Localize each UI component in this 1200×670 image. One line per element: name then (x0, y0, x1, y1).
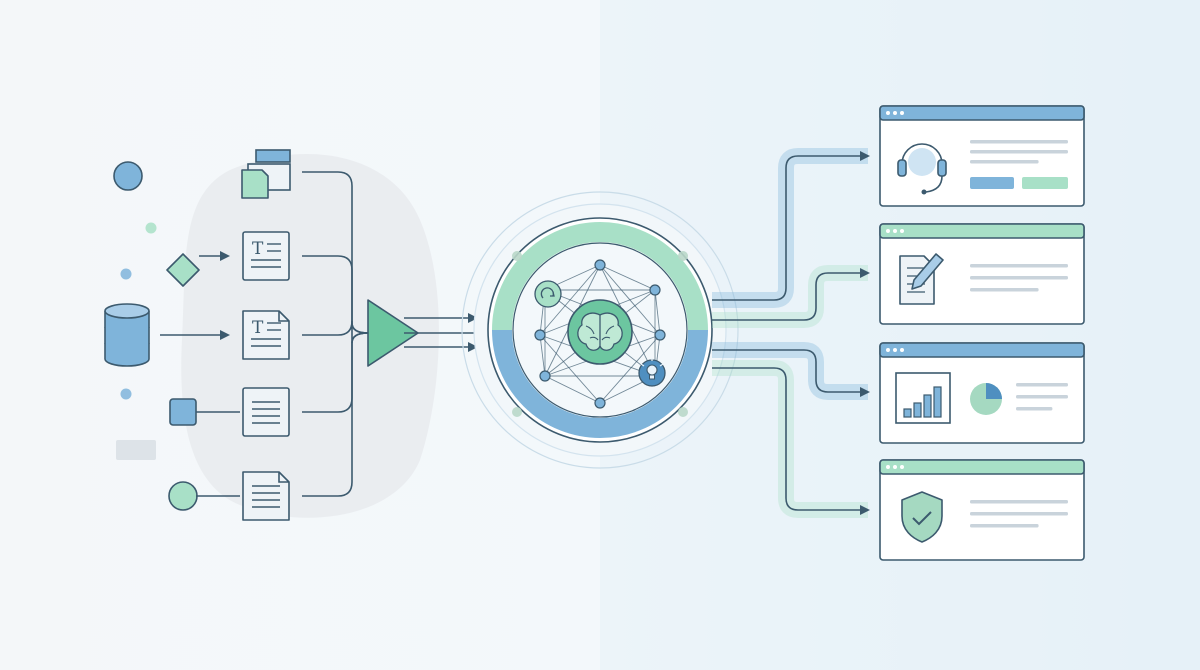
merge-funnel-icon (367, 299, 419, 367)
window-control-dot (886, 111, 890, 115)
placeholder-button (1022, 177, 1068, 189)
lightbulb-icon (638, 358, 666, 387)
output-routes (712, 148, 870, 518)
text-document-icon: T (242, 231, 290, 281)
shield-check-icon (901, 491, 943, 543)
source-placeholder-block (116, 440, 156, 460)
source-diamond-node (166, 253, 200, 287)
network-edge (544, 375, 601, 404)
orbit-node (678, 251, 688, 261)
placeholder-text-line (970, 288, 1039, 292)
headset-icon (897, 143, 947, 195)
source-dot (120, 388, 132, 400)
network-edge (539, 334, 601, 404)
network-node (649, 284, 661, 296)
lined-document-icon (242, 387, 290, 437)
route-line (712, 349, 870, 397)
source-circle-node (168, 481, 198, 511)
window-control-dot (886, 229, 890, 233)
window-title-bar (879, 105, 1085, 121)
file-document-icon (242, 471, 290, 521)
placeholder-text-line (970, 140, 1068, 144)
orbit-node (512, 407, 522, 417)
source-circle-node (113, 161, 143, 191)
merge-connectors (302, 171, 369, 497)
merge-line (302, 255, 369, 334)
output-window (879, 342, 1085, 444)
placeholder-text-line (970, 150, 1068, 154)
refresh-icon (534, 280, 562, 308)
placeholder-button (970, 177, 1014, 189)
network-edge (599, 264, 656, 291)
window-control-dot (893, 111, 897, 115)
orbit-node (512, 251, 522, 261)
network-edge (599, 334, 661, 404)
window-control-dot (893, 229, 897, 233)
placeholder-text-line (970, 512, 1068, 516)
window-control-dot (893, 465, 897, 469)
network-node (594, 397, 606, 409)
source-connectors (160, 251, 240, 497)
route-line (712, 367, 870, 515)
document-edit-icon (899, 253, 944, 305)
analytics-icon (895, 372, 951, 424)
network-edge (654, 289, 661, 336)
core-ring-bottom (492, 329, 708, 438)
placeholder-text-line (1016, 383, 1068, 387)
document-glyph: T (252, 239, 264, 259)
brain-icon (567, 299, 633, 365)
placeholder-text-line (970, 160, 1039, 164)
text-document-icon: T (242, 310, 290, 360)
window-control-dot (886, 348, 890, 352)
orbit-node (678, 407, 688, 417)
merge-line (302, 332, 369, 497)
database-icon (104, 303, 150, 367)
source-markers (104, 161, 200, 511)
placeholder-text-line (1016, 395, 1068, 399)
placeholder-text-line (1016, 407, 1053, 411)
window-title-bar (879, 342, 1085, 358)
core-ring-top (492, 222, 708, 331)
source-dot (120, 268, 132, 280)
pie-chart-icon (970, 383, 1002, 415)
placeholder-text-line (970, 264, 1068, 268)
document-glyph: T (252, 318, 264, 338)
window-control-dot (900, 348, 904, 352)
output-window (879, 105, 1085, 207)
window-control-dot (886, 465, 890, 469)
placeholder-text-line (970, 524, 1039, 528)
network-node (654, 329, 666, 341)
window-control-dot (893, 348, 897, 352)
placeholder-text-line (970, 500, 1068, 504)
window-title-bar (879, 459, 1085, 475)
window-control-dot (900, 465, 904, 469)
route-line (712, 268, 870, 321)
source-documents: TT (241, 149, 291, 521)
placeholder-text-line (970, 276, 1068, 280)
ai-core (461, 191, 739, 469)
output-window (879, 223, 1085, 325)
window-control-dot (900, 111, 904, 115)
window-control-dot (900, 229, 904, 233)
route-line (712, 151, 870, 301)
network-node (539, 370, 551, 382)
core-outer-halo (461, 191, 739, 469)
network-node (534, 329, 546, 341)
output-window (879, 459, 1085, 561)
output-windows (879, 105, 1085, 561)
source-square-node (169, 398, 197, 426)
funnel-output-arrows (404, 313, 478, 352)
network-node (594, 259, 606, 271)
source-dot (145, 222, 157, 234)
network-edge (539, 334, 546, 377)
folder-stack-icon (241, 149, 291, 199)
window-title-bar (879, 223, 1085, 239)
